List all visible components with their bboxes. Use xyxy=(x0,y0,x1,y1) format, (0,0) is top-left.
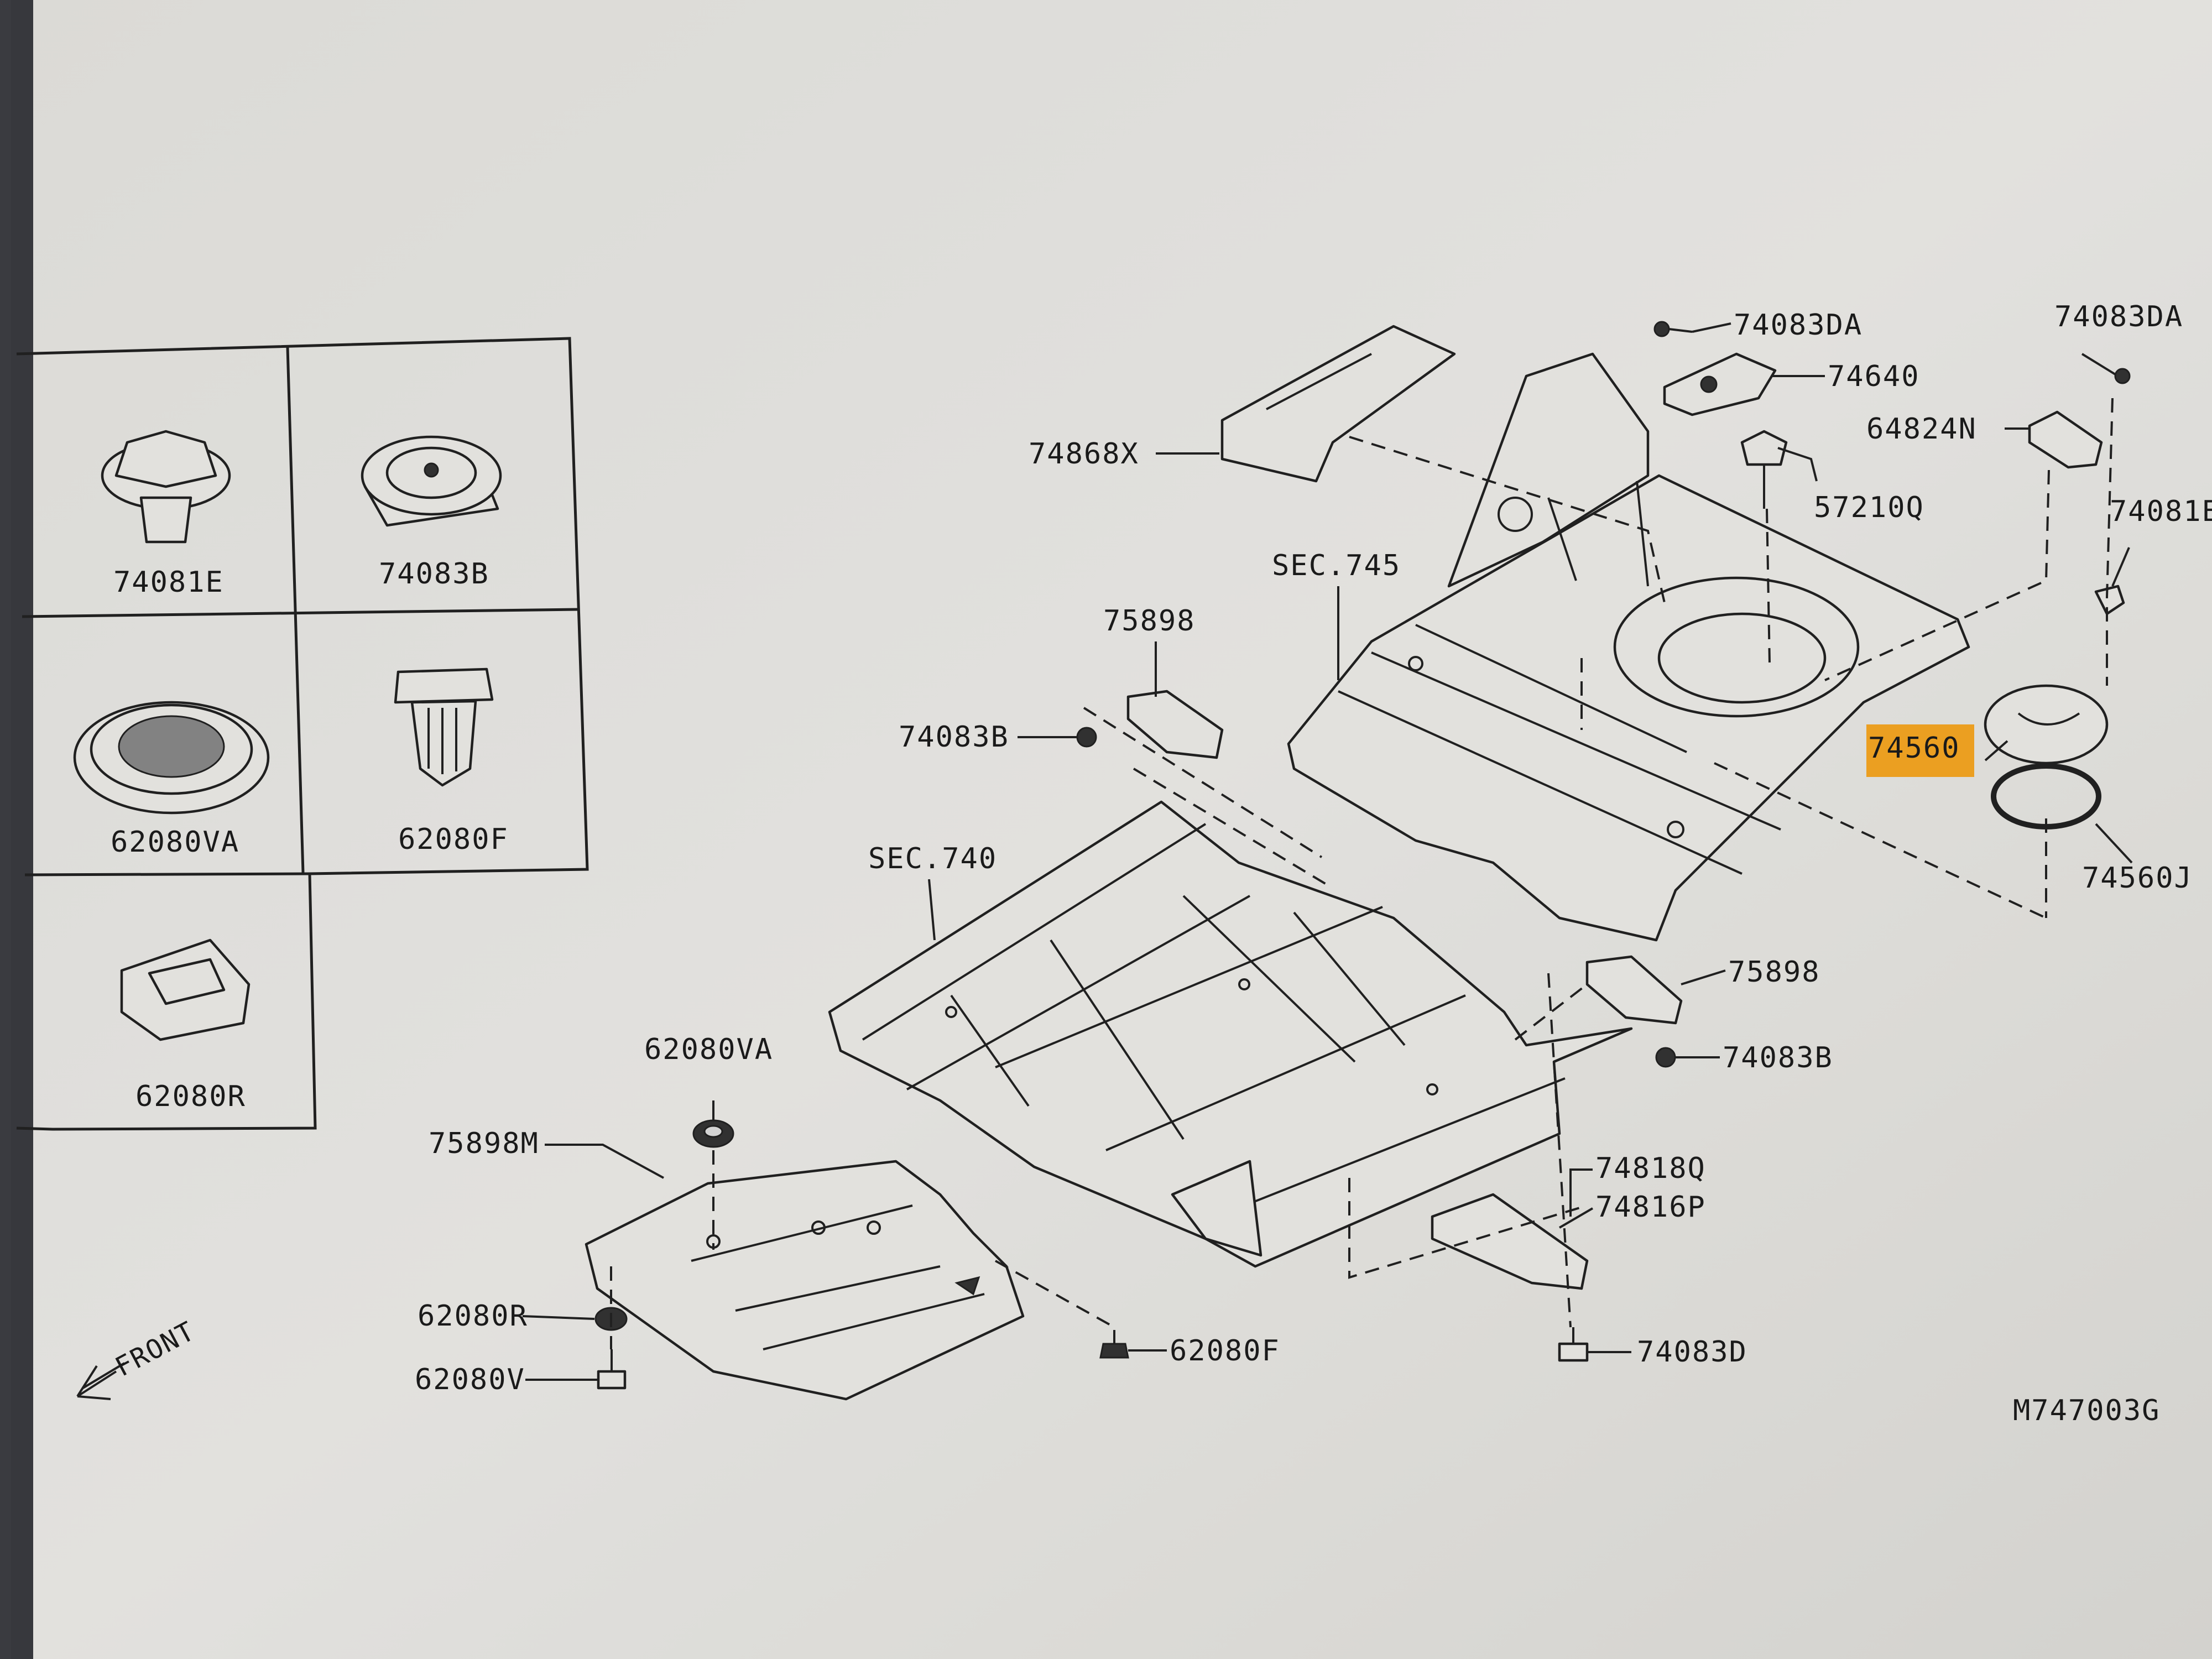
bracket-64824N xyxy=(2028,410,2103,469)
callout-62080VA: 62080VA xyxy=(644,1033,773,1066)
member-74816P xyxy=(1431,1193,1589,1290)
screen-glare xyxy=(11,0,2212,1659)
clip-62080F-icon xyxy=(394,667,494,787)
grommet-74083B-b xyxy=(1655,1047,1676,1068)
bracket-75898-a xyxy=(1126,690,1224,759)
inset-parts-table: 74081E 74083B 62080VA 62080F 62080R xyxy=(16,337,589,1131)
leader-lines xyxy=(522,322,2133,1381)
callout-74818Q: 74818Q xyxy=(1595,1152,1706,1185)
callout-74868X: 74868X xyxy=(1029,437,1139,471)
bracket-75898-b xyxy=(1585,955,1683,1025)
callout-74083B: 74083B xyxy=(899,721,1009,754)
inset-label: 74083B xyxy=(379,557,489,591)
callout-74816P: 74816P xyxy=(1595,1191,1706,1224)
callout-57210Q: 57210Q xyxy=(1814,491,1924,524)
grommet-62080VA-icon xyxy=(73,701,270,815)
highlight-74560 xyxy=(1866,724,1974,777)
rear-floor-panel xyxy=(1287,352,1970,942)
callout-75898: 75898 xyxy=(1728,956,1820,989)
inset-label: 62080VA xyxy=(111,826,239,859)
callout-74083DA: 74083DA xyxy=(1734,309,1863,342)
callout-74083DA: 74083DA xyxy=(2054,300,2183,333)
clip-62080R-icon xyxy=(120,938,251,1041)
callout-74083D: 74083D xyxy=(1637,1335,1747,1369)
section-label-745: SEC.745 xyxy=(1272,549,1401,582)
front-floor-panel xyxy=(828,800,1633,1268)
grommet-62080VA xyxy=(692,1119,734,1148)
inset-label: 62080R xyxy=(135,1080,246,1113)
drawing-id: M747003G xyxy=(2013,1394,2160,1427)
inset-label: 74081E xyxy=(113,566,224,599)
inset-label: 62080F xyxy=(398,823,509,856)
left-shadow xyxy=(0,0,33,1659)
clip-62080V xyxy=(597,1349,627,1390)
callout-75898: 75898 xyxy=(1103,604,1196,638)
dashed-guides xyxy=(610,398,2114,1349)
callout-74560: 74560 xyxy=(1868,732,1960,765)
callout-62080V: 62080V xyxy=(415,1363,525,1396)
callout-labels: 74083DA 74083DA 74640 64824N 74868X 5721… xyxy=(415,300,2212,1396)
callout-75898M: 75898M xyxy=(429,1127,539,1160)
bracket-74640 xyxy=(1663,352,1777,416)
bolt-74083D xyxy=(1558,1327,1589,1362)
bolt-74083DA-b xyxy=(2081,353,2131,384)
callout-74081E: 74081E xyxy=(2110,495,2212,528)
bolt-74083DA-a xyxy=(1653,321,1693,337)
clip-62080F xyxy=(1099,1330,1129,1359)
bolt-57210Q xyxy=(1740,430,1788,509)
grommet-74083B-icon xyxy=(361,435,502,527)
callout-74560J: 74560J xyxy=(2082,862,2193,895)
section-label-740: SEC.740 xyxy=(868,842,997,875)
callout-74640: 74640 xyxy=(1828,360,1920,393)
clip-74081E xyxy=(2094,585,2125,615)
pad-74868X xyxy=(1220,325,1456,483)
callout-74083B: 74083B xyxy=(1723,1041,1833,1074)
clip-74081E-icon xyxy=(101,430,231,544)
callout-64824N: 64824N xyxy=(1866,413,1977,446)
paper-sheet xyxy=(11,0,2212,1659)
undercover-75898M xyxy=(585,1160,1025,1401)
callout-62080R: 62080R xyxy=(418,1300,528,1333)
callout-62080F: 62080F xyxy=(1170,1334,1280,1368)
